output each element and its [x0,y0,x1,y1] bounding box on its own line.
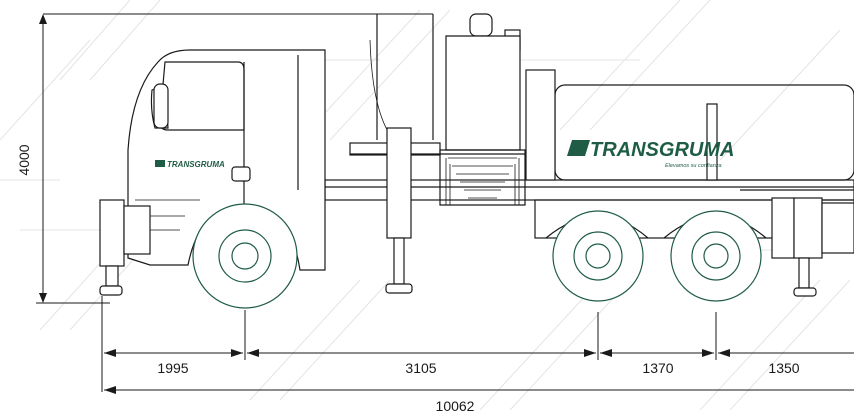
crane-turret [439,13,526,206]
cab-logo-text: TRANSGRUMA [167,160,225,169]
rear-wheel-2 [670,210,762,302]
crane-boom [369,14,434,140]
tandem-spacing-label: 1370 [642,360,673,376]
rear-overhang-label: 1350 [768,360,799,376]
body-logo: TRANSGRUMA Elevamos su confianza [567,139,734,169]
length-dimensions [101,296,854,394]
body-logo-text: TRANSGRUMA [590,139,734,161]
front-outrigger [385,127,413,294]
front-stabilizer [99,199,151,296]
overall-length-label: 10062 [436,398,475,414]
body-slogan-text: Elevamos su confianza [665,163,722,169]
rear-wheel-1 [552,210,644,302]
front-wheel [192,203,298,309]
front-overhang-label: 1995 [157,360,188,376]
height-dimension [36,13,433,304]
height-label: 4000 [16,144,32,175]
wheelbase-label: 3105 [405,360,436,376]
cab-logo: TRANSGRUMA [155,160,225,169]
side-mirror [153,83,169,129]
chassis-frame [534,197,854,297]
